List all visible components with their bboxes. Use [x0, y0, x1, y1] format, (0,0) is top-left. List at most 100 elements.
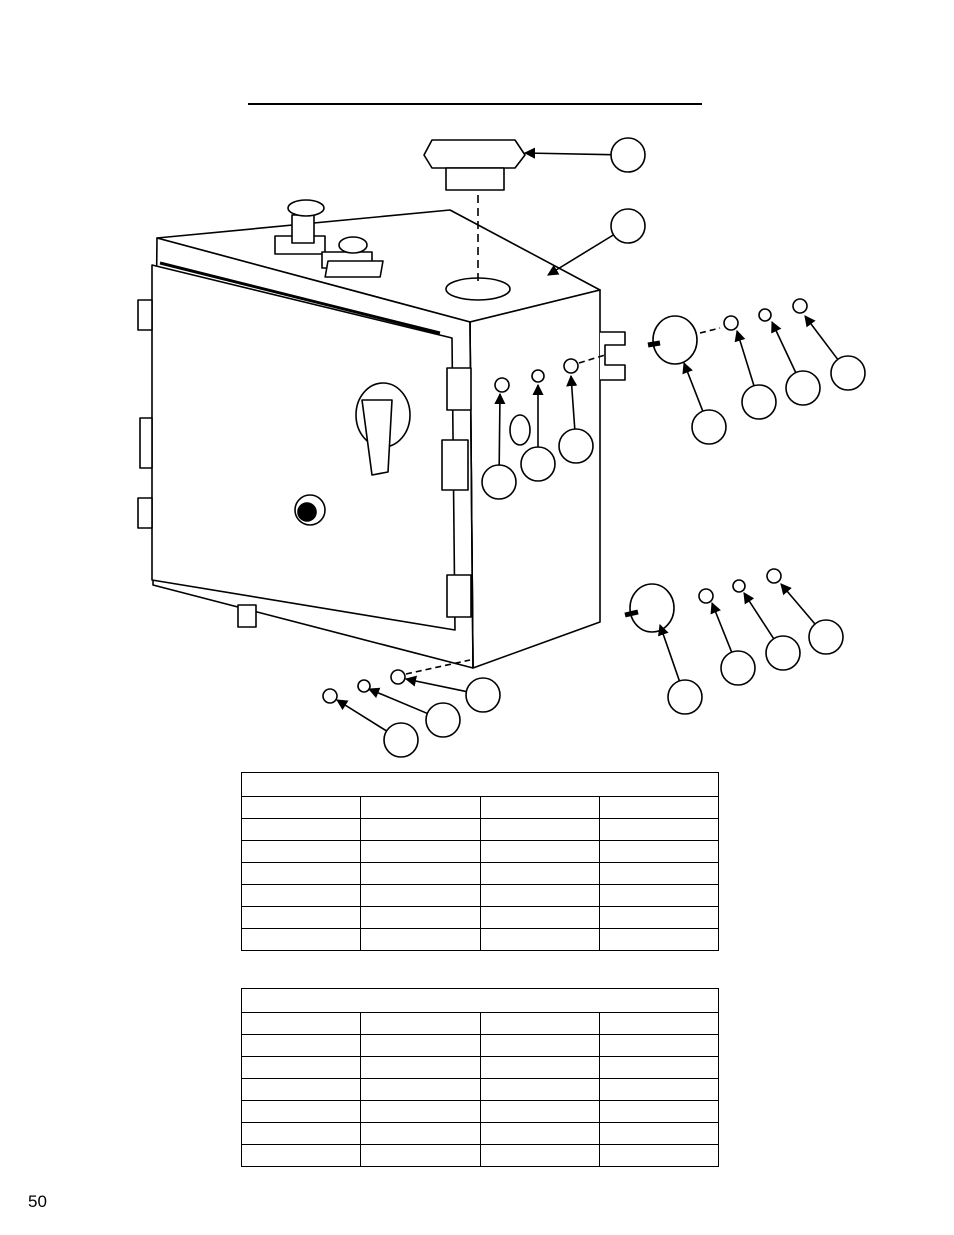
table-cell	[598, 840, 720, 863]
mounting-bracket-upper	[600, 331, 626, 381]
callout-bubble	[785, 370, 821, 406]
table-cell	[240, 1144, 362, 1167]
table-row	[240, 1034, 720, 1057]
callout-leader	[547, 234, 614, 276]
callout-bubble	[610, 137, 646, 173]
callout-bubble	[691, 409, 727, 445]
callout-leader	[710, 601, 733, 653]
upper-side-hardware	[494, 354, 606, 393]
table-cell	[598, 1078, 720, 1101]
table-cell	[479, 840, 600, 863]
callout-bubble	[720, 650, 756, 686]
table-cell	[240, 906, 362, 929]
title-underline	[248, 103, 702, 105]
table-cell	[598, 818, 720, 841]
table-row	[240, 840, 720, 863]
table-row	[240, 1144, 720, 1167]
callout-bubble	[425, 702, 461, 738]
table-cell	[598, 928, 720, 951]
table-cell	[240, 884, 362, 907]
table-cell	[479, 1144, 600, 1167]
table-cell	[479, 884, 600, 907]
callout-leader	[780, 583, 816, 625]
table-2-col-4	[598, 1012, 720, 1035]
table-cell	[360, 862, 481, 885]
table-2-col-3	[479, 1012, 600, 1035]
parts-table-2	[240, 988, 720, 1167]
callout-bubble	[481, 464, 517, 500]
page-number: 50	[28, 1192, 47, 1211]
table-cell	[360, 928, 481, 951]
callout-leader	[734, 329, 755, 386]
table-2-header	[241, 988, 719, 1013]
callout-leader	[404, 675, 467, 693]
callout-bubble	[667, 679, 703, 715]
table-cell	[240, 1100, 362, 1123]
table-1-col-1	[240, 796, 362, 819]
table-cell	[479, 1122, 600, 1145]
table-cell	[598, 884, 720, 907]
callout-leader	[566, 374, 578, 430]
table-cell	[240, 1034, 362, 1057]
callout-leader	[771, 320, 797, 373]
callout-leader	[336, 699, 388, 732]
table-2-col-1	[240, 1012, 362, 1035]
table-cell	[598, 1034, 720, 1057]
table-cell	[240, 1122, 362, 1145]
table-row	[240, 1056, 720, 1079]
exploded-view-diagram	[137, 137, 866, 758]
table-1-col-2	[360, 796, 481, 819]
table-cell	[240, 1056, 362, 1079]
table-row	[240, 1100, 720, 1123]
table-row	[240, 884, 720, 907]
table-1-header	[241, 772, 719, 797]
table-1-col-3	[479, 796, 600, 819]
left-latches	[137, 299, 153, 529]
callout-bubble	[558, 428, 594, 464]
table-cell	[360, 818, 481, 841]
callout-leader	[658, 623, 681, 682]
table-cell	[479, 818, 600, 841]
table-cell	[479, 1034, 600, 1057]
callout-leader	[743, 592, 775, 640]
top-cover-part	[423, 139, 526, 285]
table-1-col-4	[598, 796, 720, 819]
table-cell	[240, 862, 362, 885]
table-2-column-row	[240, 1012, 720, 1035]
top-cutout	[445, 277, 511, 301]
parts-table-1	[240, 772, 720, 951]
table-cell	[479, 1100, 600, 1123]
table-cell	[360, 1034, 481, 1057]
right-hinges	[441, 367, 472, 618]
table-cell	[360, 1078, 481, 1101]
table-cell	[598, 1144, 720, 1167]
disconnect-handle	[355, 382, 411, 476]
top-emergency-stop	[274, 199, 326, 255]
table-cell	[240, 928, 362, 951]
table-row	[240, 906, 720, 929]
callout-leader	[494, 392, 506, 466]
table-cell	[479, 928, 600, 951]
table-cell	[479, 1078, 600, 1101]
table-cell	[360, 1122, 481, 1145]
side-opening	[509, 414, 531, 446]
table-row	[240, 928, 720, 951]
table-row	[240, 862, 720, 885]
table-cell	[598, 906, 720, 929]
table-row	[240, 1078, 720, 1101]
callout-bubble	[741, 384, 777, 420]
table-row	[240, 1122, 720, 1145]
table-cell	[598, 1122, 720, 1145]
table-cell	[240, 818, 362, 841]
table-cell	[240, 840, 362, 863]
table-cell	[240, 1078, 362, 1101]
table-2-col-2	[360, 1012, 481, 1035]
callout-leader	[682, 361, 704, 412]
table-cell	[479, 862, 600, 885]
callout-bubble	[808, 619, 844, 655]
callout-leader	[804, 315, 839, 360]
table-cell	[598, 862, 720, 885]
table-cell	[360, 1056, 481, 1079]
callout-bubble	[520, 446, 556, 482]
table-cell	[479, 906, 600, 929]
